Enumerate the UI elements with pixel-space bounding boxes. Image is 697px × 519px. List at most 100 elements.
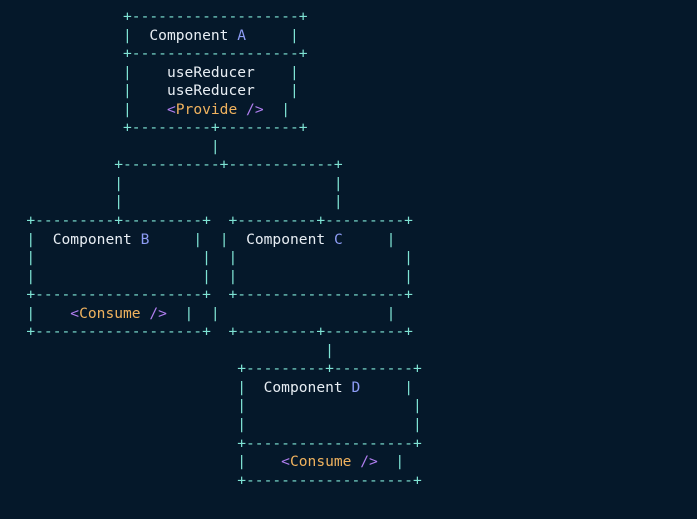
ascii-row: | <Consume /> |: [0, 453, 697, 472]
ascii-segment-frame: |: [123, 26, 141, 44]
ascii-segment-frame: |: [26, 304, 62, 322]
ascii-segment-plain: [360, 379, 404, 396]
ascii-segment-frame: |: [123, 100, 159, 118]
ascii-indent: [0, 231, 26, 248]
ascii-segment-punct: />: [237, 100, 264, 118]
ascii-segment-plain: Component: [43, 230, 141, 248]
ascii-segment-frame: [123, 193, 334, 210]
ascii-segment-frame: +-----------+------------+: [114, 156, 343, 174]
ascii-indent: [0, 249, 26, 266]
ascii-row: | | | |: [0, 268, 697, 287]
ascii-row: +---------+---------+: [0, 360, 697, 379]
ascii-indent: [0, 27, 123, 44]
ascii-indent: [0, 323, 26, 340]
ascii-segment-frame: |: [325, 341, 334, 359]
ascii-row: | useReducer |: [0, 64, 697, 83]
ascii-segment-frame: |: [166, 304, 194, 322]
ascii-segment-plain: [149, 231, 193, 248]
ascii-segment-ident: A: [237, 26, 247, 44]
ascii-segment-plain: Component: [140, 26, 238, 44]
ascii-segment-ident: D: [351, 378, 361, 396]
ascii-segment-frame: | |: [26, 267, 211, 285]
ascii-segment-frame: +-------------------+: [26, 323, 211, 341]
ascii-segment-tagname: Consume: [289, 453, 352, 471]
ascii-indent: [0, 416, 237, 433]
ascii-row: | <Consume /> | | |: [0, 305, 697, 324]
ascii-indent: [0, 119, 123, 136]
ascii-segment-frame: |: [114, 193, 124, 211]
ascii-segment-frame: |: [123, 63, 159, 81]
ascii-row: | |: [0, 397, 697, 416]
ascii-indent: [0, 397, 237, 414]
ascii-segment-frame: +---------+---------+: [26, 212, 211, 230]
ascii-segment-frame: | |: [237, 416, 422, 434]
ascii-segment-frame: |: [114, 174, 124, 192]
component-tree-ascii-art: +-------------------+ | Component A | +-…: [0, 8, 697, 490]
ascii-segment-punct: <: [158, 100, 176, 118]
ascii-indent: [0, 453, 237, 470]
ascii-indent: [0, 286, 26, 303]
ascii-row: +-------------------+: [0, 45, 697, 64]
ascii-row: +-------------------+ +-----------------…: [0, 286, 697, 305]
ascii-indent: [0, 472, 237, 489]
ascii-segment-frame: |: [377, 453, 405, 471]
ascii-segment-frame: [193, 305, 211, 322]
ascii-row: +-------------------+: [0, 472, 697, 491]
ascii-segment-frame: | |: [237, 397, 422, 415]
ascii-row: +-------------------+ +---------+-------…: [0, 323, 697, 342]
ascii-row: | Component D |: [0, 379, 697, 398]
ascii-indent: [0, 212, 26, 229]
ascii-segment-frame: | |: [228, 249, 413, 267]
ascii-segment-tagname: Provide: [175, 100, 238, 118]
ascii-segment-frame: [211, 249, 229, 266]
ascii-segment-frame: |: [263, 100, 290, 118]
ascii-segment-frame: |: [272, 63, 299, 81]
ascii-indent: [0, 45, 123, 62]
ascii-indent: [0, 193, 114, 210]
ascii-segment-frame: +-------------------+: [123, 45, 308, 63]
ascii-segment-frame: +-------------------+: [26, 286, 211, 304]
ascii-segment-frame: | |: [228, 267, 413, 285]
ascii-segment-tagname: Consume: [79, 304, 141, 322]
ascii-indent: [0, 305, 26, 322]
ascii-segment-plain: [246, 27, 290, 44]
ascii-segment-frame: |: [333, 193, 343, 211]
ascii-segment-frame: |: [193, 230, 203, 248]
ascii-segment-frame: [211, 286, 229, 303]
ascii-row: | |: [0, 175, 697, 194]
ascii-row: | |: [0, 416, 697, 435]
ascii-row: +-------------------+: [0, 435, 697, 454]
ascii-segment-frame: +---------+---------+: [237, 360, 422, 378]
ascii-segment-frame: +-------------------+: [228, 286, 413, 304]
ascii-segment-ident: C: [333, 230, 343, 248]
ascii-row: +---------+---------+: [0, 119, 697, 138]
ascii-segment-frame: |: [386, 230, 396, 248]
ascii-row: +---------+---------+ +---------+-------…: [0, 212, 697, 231]
ascii-segment-frame: [123, 175, 334, 192]
ascii-row: | useReducer |: [0, 82, 697, 101]
ascii-segment-frame: |: [219, 230, 238, 248]
ascii-segment-punct: <: [272, 453, 290, 471]
ascii-row: +-------------------+: [0, 8, 697, 27]
ascii-indent: [0, 379, 237, 396]
ascii-segment-punct: <: [61, 304, 80, 322]
ascii-segment-frame: |: [333, 174, 343, 192]
ascii-row: |: [0, 138, 697, 157]
ascii-row: +-----------+------------+: [0, 156, 697, 175]
ascii-indent: [0, 360, 237, 377]
ascii-segment-frame: [211, 268, 229, 285]
ascii-row: | |: [0, 193, 697, 212]
ascii-segment-frame: +-------------------+: [237, 434, 422, 452]
ascii-indent: [0, 8, 123, 25]
ascii-row: | | | |: [0, 249, 697, 268]
ascii-segment-frame: +-------------------+: [123, 8, 308, 25]
ascii-segment-frame: +---------+---------+: [228, 212, 413, 230]
ascii-segment-frame: +---------+---------+: [123, 119, 308, 137]
ascii-row: | Component B | | Component C |: [0, 231, 697, 250]
ascii-segment-frame: |: [26, 230, 44, 248]
ascii-segment-frame: +---------+---------+: [228, 323, 413, 341]
ascii-indent: [0, 156, 114, 173]
ascii-indent: [0, 82, 123, 99]
ascii-segment-frame: |: [289, 26, 299, 44]
